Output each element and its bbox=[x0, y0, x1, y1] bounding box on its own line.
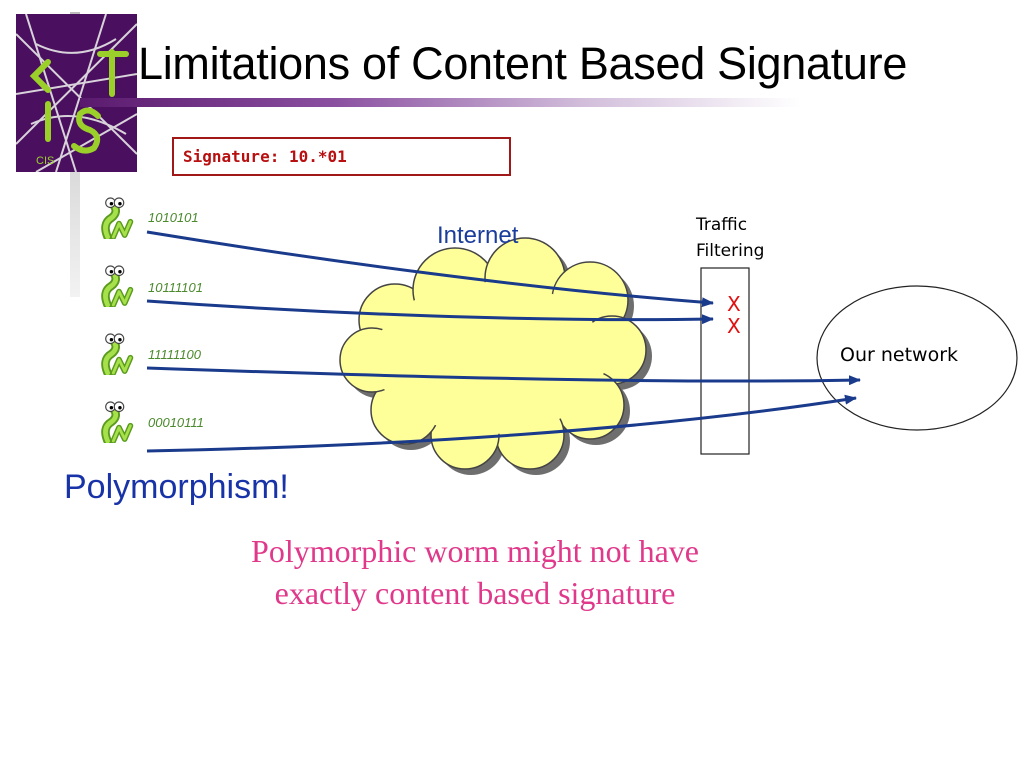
polymorphism-description-line1: Polymorphic worm might not have bbox=[251, 533, 699, 569]
worm-arrow-passed bbox=[146, 366, 861, 386]
traffic-filter-box bbox=[700, 267, 750, 455]
traffic-filtering-label-line2: Filtering bbox=[696, 241, 765, 261]
worm-arrow-blocked bbox=[146, 230, 714, 308]
our-network-ellipse bbox=[816, 285, 1018, 431]
worm-arrow-passed bbox=[146, 394, 857, 453]
polymorphism-heading: Polymorphism! bbox=[64, 468, 289, 506]
signature-text: Signature: 10.*01 bbox=[183, 147, 347, 166]
internet-cloud-core bbox=[374, 282, 606, 434]
polymorphism-description: Polymorphic worm might not have exactly … bbox=[150, 530, 800, 614]
worm-bits-label: 11111100 bbox=[148, 347, 202, 362]
cis-logo: CIS bbox=[16, 14, 137, 172]
traffic-filtering-label: Traffic Filtering bbox=[696, 212, 764, 264]
worm-arrow-blocked bbox=[146, 299, 714, 325]
title-gradient-bar bbox=[80, 98, 800, 107]
signature-box bbox=[172, 137, 511, 176]
internet-label: Internet bbox=[437, 222, 519, 249]
block-mark: X bbox=[727, 292, 741, 316]
our-network-label: Our network bbox=[840, 344, 959, 366]
worm-icon bbox=[105, 198, 130, 237]
worm-bits-label: 1010101 bbox=[148, 210, 199, 225]
block-mark: X bbox=[727, 314, 741, 338]
traffic-filtering-label-line1: Traffic bbox=[696, 215, 748, 235]
slide-title: Limitations of Content Based Signature bbox=[138, 38, 908, 89]
worm-icon bbox=[105, 402, 130, 441]
polymorphism-description-line2: exactly content based signature bbox=[274, 575, 676, 611]
worm-icon bbox=[105, 266, 130, 305]
svg-text:CIS: CIS bbox=[36, 155, 54, 167]
worm-icon bbox=[105, 334, 130, 373]
worm-bits-label: 00010111 bbox=[148, 415, 204, 430]
worm-bits-label: 10111101 bbox=[148, 280, 203, 295]
